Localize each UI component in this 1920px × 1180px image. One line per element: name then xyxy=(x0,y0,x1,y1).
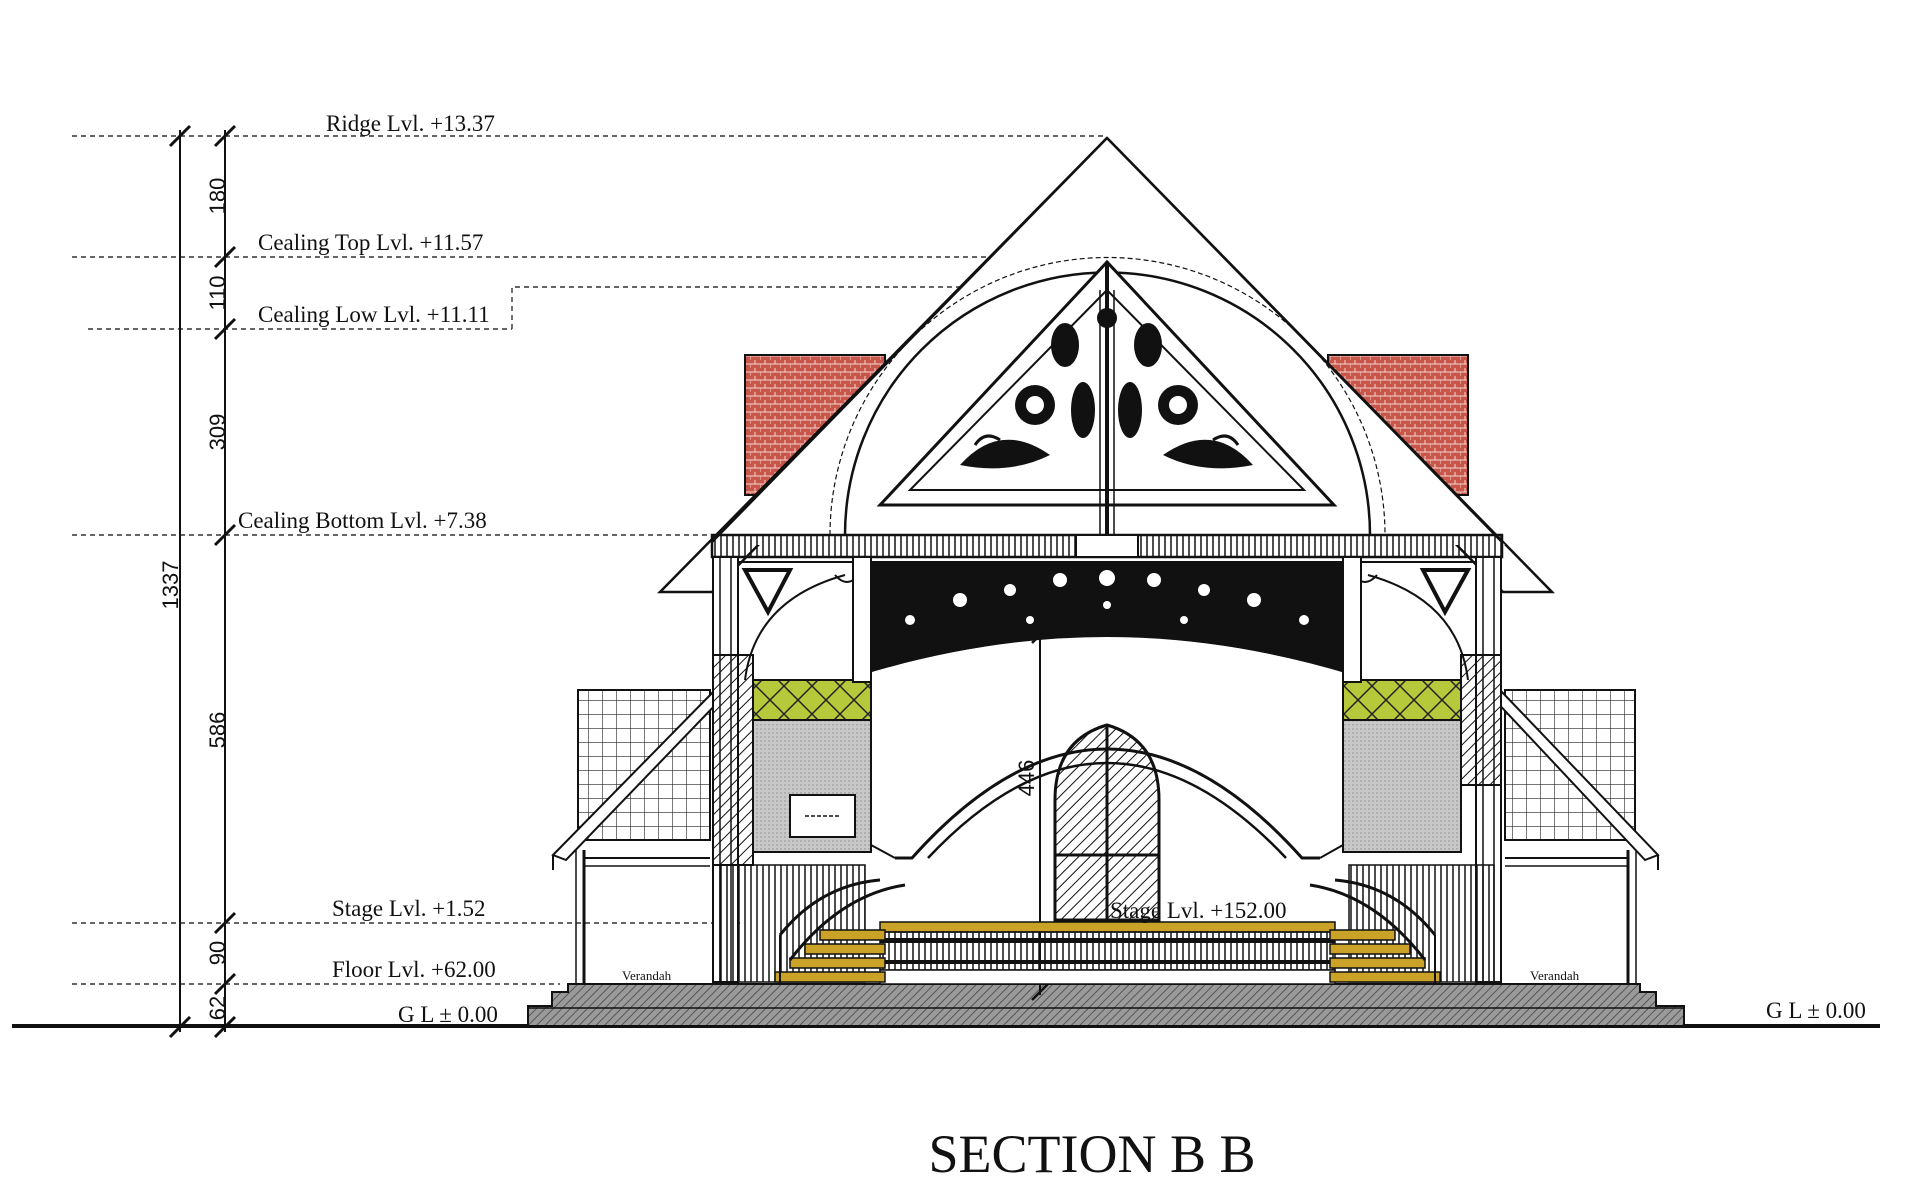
label-gl-right: G L ± 0.00 xyxy=(1766,998,1866,1023)
drawing-title: SECTION B B xyxy=(928,1124,1255,1180)
label-verandah-right: Verandah xyxy=(1530,968,1580,983)
left-verandah: Verandah xyxy=(551,688,724,984)
dim-180: 180 xyxy=(205,178,230,215)
level-lines xyxy=(72,135,1105,985)
dimension-texts: 1337 180 110 309 586 90 62 xyxy=(158,178,230,1021)
label-ridge-level: Ridge Lvl. +13.37 xyxy=(326,111,495,136)
back-arch: 446 xyxy=(870,626,1344,1001)
label-floor-level: Floor Lvl. +62.00 xyxy=(332,957,496,982)
label-verandah-left: Verandah xyxy=(622,968,672,983)
dim-total: 1337 xyxy=(158,561,183,610)
dim-62: 62 xyxy=(205,996,230,1020)
label-ceiling-low-level: Cealing Low Lvl. +11.11 xyxy=(258,302,490,327)
dim-586: 586 xyxy=(205,712,230,749)
level-labels: Ridge Lvl. +13.37 Cealing Top Lvl. +11.5… xyxy=(238,111,1866,1027)
right-verandah: Verandah xyxy=(1491,688,1660,984)
label-stage-inner-level: Stage Lvl. +152.00 xyxy=(1110,898,1287,923)
left-wall xyxy=(712,556,872,983)
stage: Stage Lvl. +152.00 xyxy=(774,878,1441,985)
dim-90: 90 xyxy=(205,941,230,965)
proscenium-arch xyxy=(862,562,1352,675)
dimension-chain xyxy=(168,124,237,1039)
label-stage-level: Stage Lvl. +1.52 xyxy=(332,896,486,921)
right-wall xyxy=(1342,556,1502,983)
label-ceiling-bottom-level: Cealing Bottom Lvl. +7.38 xyxy=(238,508,487,533)
left-stairs xyxy=(774,878,906,984)
label-ceiling-top-level: Cealing Top Lvl. +11.57 xyxy=(258,230,483,255)
ground xyxy=(12,983,1880,1028)
right-stairs xyxy=(1309,878,1441,984)
dim-110: 110 xyxy=(205,275,230,310)
gable-ornament xyxy=(960,308,1253,469)
label-gl-left: G L ± 0.00 xyxy=(398,1002,498,1027)
dim-446: 446 xyxy=(1014,760,1039,797)
dim-309: 309 xyxy=(205,414,230,451)
